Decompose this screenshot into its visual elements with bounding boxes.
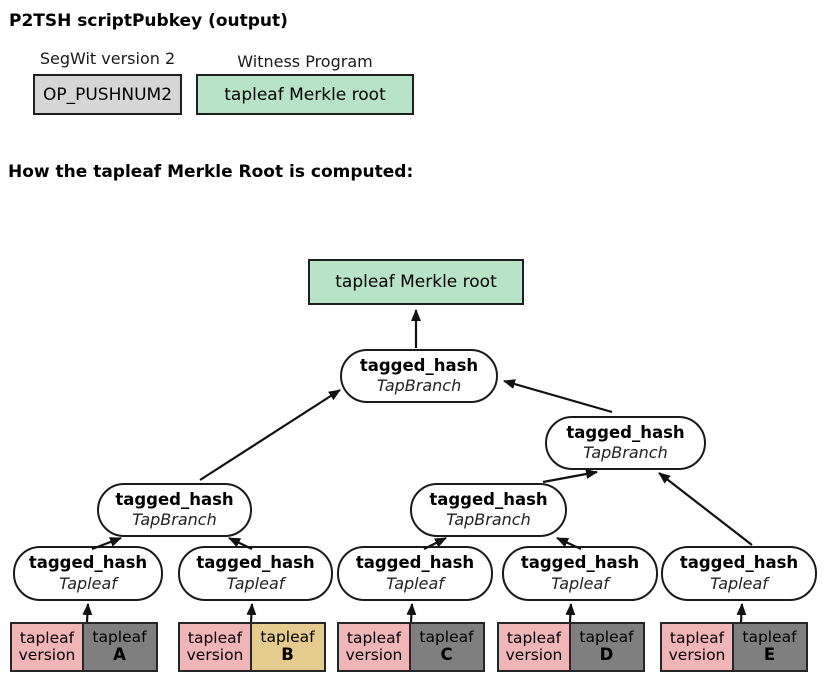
right-tapbranch-node: tagged_hash TapBranch [545, 416, 706, 470]
tagged-hash-label: tagged_hash [679, 553, 799, 573]
tapbranch-tag-label: TapBranch [446, 510, 531, 530]
tapleaf-tag-label: Tapleaf [226, 573, 285, 593]
script-letter: D [599, 645, 614, 665]
segwit-version-label: SegWit version 2 [39, 49, 176, 68]
arrow-leaf-e-to-right-branch [658, 472, 753, 546]
tapbranch-tag-label: TapBranch [376, 376, 462, 396]
page-title: P2TSH scriptPubkey (output) [9, 11, 288, 31]
leaf-pair-c: tapleaf version tapleaf C [337, 622, 485, 672]
arrow-pair-b-to-leaf-b [246, 603, 257, 623]
arrow-pair-a-to-leaf-a [82, 603, 93, 623]
tapbranch-tag-label: TapBranch [583, 443, 668, 463]
tapleaf-script-box: tapleaf C [408, 622, 485, 672]
tapleaf-version-box: tapleaf version [497, 622, 571, 672]
top-tapbranch-node: tagged_hash TapBranch [340, 349, 498, 403]
leaf-pair-a: tapleaf version tapleaf A [10, 622, 158, 672]
tapleaf-node-e: tagged_hash Tapleaf [661, 546, 817, 601]
tapleaf-version-box: tapleaf version [337, 622, 411, 672]
tagged-hash-label: tagged_hash [28, 553, 148, 573]
arrow-pair-e-to-leaf-e [736, 603, 747, 623]
arrow-pair-c-to-leaf-c [406, 603, 417, 623]
tapleaf-node-a: tagged_hash Tapleaf [13, 546, 163, 601]
arrow-pair-d-to-leaf-d [565, 603, 576, 623]
tagged-hash-label: tagged_hash [196, 553, 315, 573]
tapleaf-node-b: tagged_hash Tapleaf [178, 546, 333, 601]
tapleaf-script-label: tapleaf [92, 628, 147, 647]
witness-program-label: Witness Program [237, 52, 373, 71]
tapleaf-tag-label: Tapleaf [551, 573, 609, 593]
tagged-hash-label: tagged_hash [520, 553, 640, 573]
tapleaf-tag-label: Tapleaf [59, 573, 117, 593]
script-letter: C [440, 645, 453, 665]
tapleaf-tag-label: Tapleaf [386, 573, 444, 593]
mid-tapbranch-node: tagged_hash TapBranch [410, 483, 567, 537]
tapleaf-script-label: tapleaf [742, 628, 797, 647]
arrow-left-branch-to-top-branch [199, 389, 341, 481]
leaf-pair-d: tapleaf version tapleaf D [497, 622, 645, 672]
merkle-root-node: tapleaf Merkle root [308, 259, 524, 305]
tapleaf-script-box: tapleaf D [568, 622, 645, 672]
tapleaf-script-box: tapleaf A [81, 622, 158, 672]
tapleaf-node-d: tagged_hash Tapleaf [502, 546, 658, 601]
tapleaf-script-box: tapleaf E [731, 622, 808, 672]
tapleaf-script-label: tapleaf [260, 628, 315, 647]
tapleaf-version-box: tapleaf version [660, 622, 734, 672]
tagged-hash-label: tagged_hash [359, 355, 479, 375]
arrow-right-branch-to-top-branch [503, 379, 613, 414]
tapleaf-node-c: tagged_hash Tapleaf [337, 546, 493, 601]
script-letter: E [763, 645, 776, 665]
tapleaf-script-box-highlighted: tapleaf B [249, 622, 326, 672]
tapleaf-version-box: tapleaf version [10, 622, 84, 672]
tapleaf-script-label: tapleaf [419, 628, 474, 647]
leaf-pair-e: tapleaf version tapleaf E [660, 622, 808, 672]
tapleaf-version-box: tapleaf version [178, 622, 252, 672]
script-letter: B [281, 645, 294, 665]
left-tapbranch-node: tagged_hash TapBranch [97, 483, 252, 537]
leaf-pair-b: tapleaf version tapleaf B [178, 622, 326, 672]
tapleaf-script-label: tapleaf [579, 628, 634, 647]
witness-program-box: tapleaf Merkle root [196, 74, 414, 115]
arrow-mid-branch-to-right-branch [542, 469, 598, 484]
tagged-hash-label: tagged_hash [355, 553, 475, 573]
tapleaf-tag-label: Tapleaf [710, 573, 768, 593]
tagged-hash-label: tagged_hash [429, 489, 548, 509]
tagged-hash-label: tagged_hash [566, 422, 685, 442]
tapbranch-tag-label: TapBranch [132, 510, 217, 530]
script-letter: A [113, 645, 126, 665]
tagged-hash-label: tagged_hash [115, 489, 234, 509]
section-heading: How the tapleaf Merkle Root is computed: [8, 162, 414, 182]
opcode-box: OP_PUSHNUM2 [33, 74, 182, 115]
